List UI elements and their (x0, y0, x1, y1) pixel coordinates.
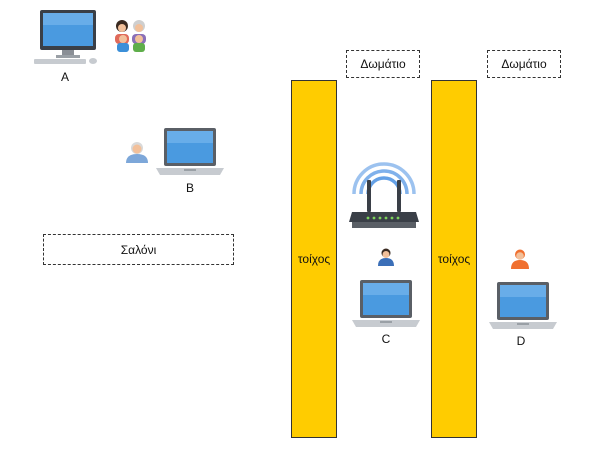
user-icon (509, 249, 531, 269)
user-icon (376, 248, 396, 266)
laptop-icon (487, 280, 559, 332)
room-label-room-2: Δωμάτιο (487, 50, 561, 78)
laptop-icon (154, 126, 226, 178)
node-label-b: B (185, 181, 194, 195)
wall-right-label: τοίχος (437, 252, 471, 266)
wall-right: τοίχος (431, 80, 477, 438)
wall-left-label: τοίχος (297, 252, 331, 266)
desktop-computer-icon (32, 8, 102, 66)
wifi-router-icon (346, 152, 422, 230)
laptop-icon (350, 278, 422, 330)
node-label-c: C (381, 332, 391, 346)
family-group-icon (112, 18, 150, 52)
wall-left: τοίχος (291, 80, 337, 438)
room-label-living-room: Σαλόνι (43, 234, 234, 265)
user-icon (123, 141, 151, 163)
node-label-a: A (60, 70, 69, 84)
node-label-d: D (516, 334, 526, 348)
room-label-room-1: Δωμάτιο (346, 50, 420, 78)
